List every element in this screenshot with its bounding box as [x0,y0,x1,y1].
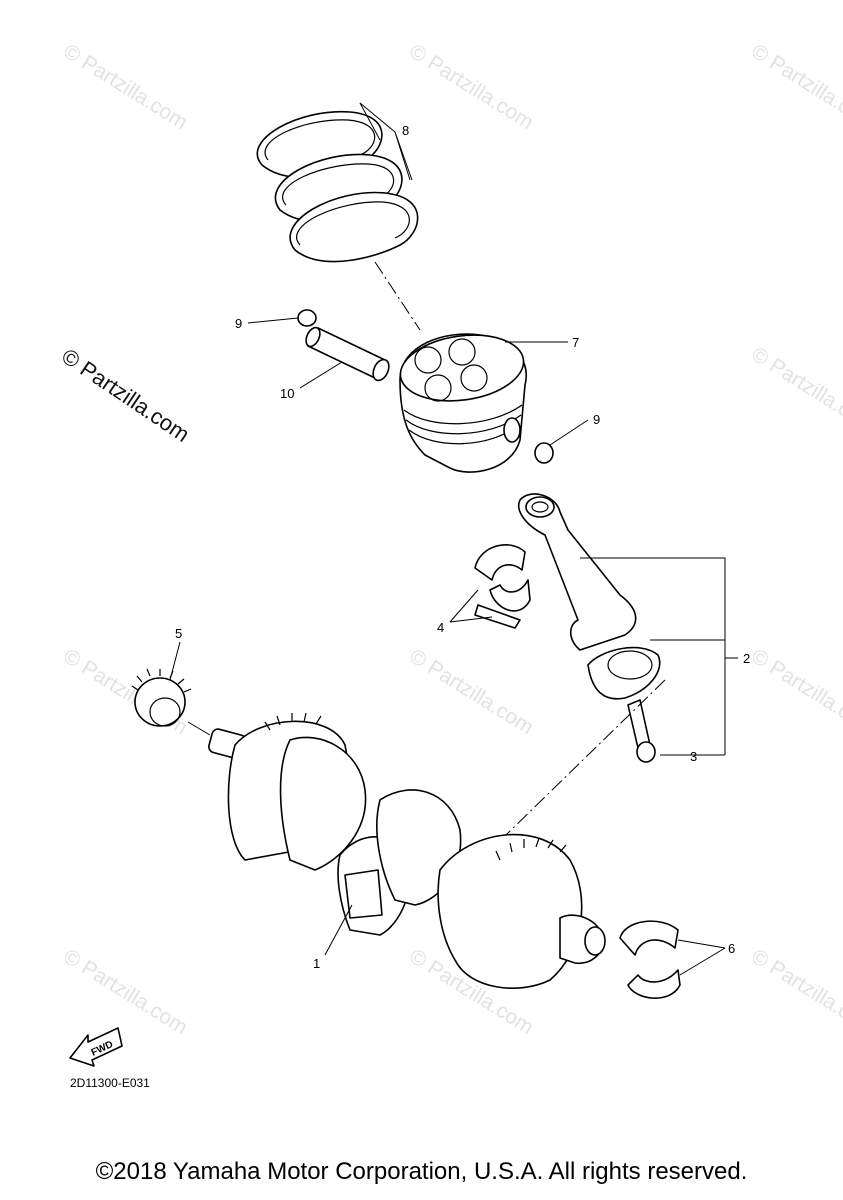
callout-4: 4 [437,620,444,635]
diagram-code: 2D11300-E031 [70,1076,150,1090]
leader-8c [394,131,413,181]
piston-rings [256,110,419,263]
watermark-primary: © Partzilla.com [57,343,194,447]
piston-pin [305,326,390,382]
leader-lines [169,317,738,976]
callout-7: 7 [572,335,579,350]
callout-1: 1 [313,956,320,971]
watermark: © Partzilla.com [747,945,843,1039]
piston-pin-clip [297,309,317,327]
callout-9: 9 [235,316,242,331]
watermark: © Partzilla.com [747,40,843,134]
callout-9: 9 [593,412,600,427]
crankshaft-gear [131,668,192,727]
callout-5: 5 [175,626,182,641]
centerline-piston [374,261,421,331]
piston [399,333,527,473]
copyright-notice: ©2018 Yamaha Motor Corporation, U.S.A. A… [95,1158,748,1185]
callout-3: 3 [690,749,697,764]
fwd-arrow-icon: FWD [69,1027,123,1067]
big-end-bearing [474,544,531,629]
watermark: © Partzilla.com [59,945,191,1039]
callout-10: 10 [280,386,294,401]
watermark: © Partzilla.com [405,40,537,134]
leader-8b [359,102,381,141]
watermark: © Partzilla.com [405,645,537,739]
crankshaft [208,712,606,989]
watermark: © Partzilla.com [59,40,191,134]
watermark: © Partzilla.com [747,645,843,739]
connecting-rod [518,493,661,700]
callout-6: 6 [728,941,735,956]
connecting-rod-bolt [627,699,656,763]
piston-pin-clip [534,442,554,464]
watermark: © Partzilla.com [747,343,843,437]
main-bearing [619,920,681,999]
callout-8: 8 [402,123,409,138]
callout-2: 2 [743,651,750,666]
